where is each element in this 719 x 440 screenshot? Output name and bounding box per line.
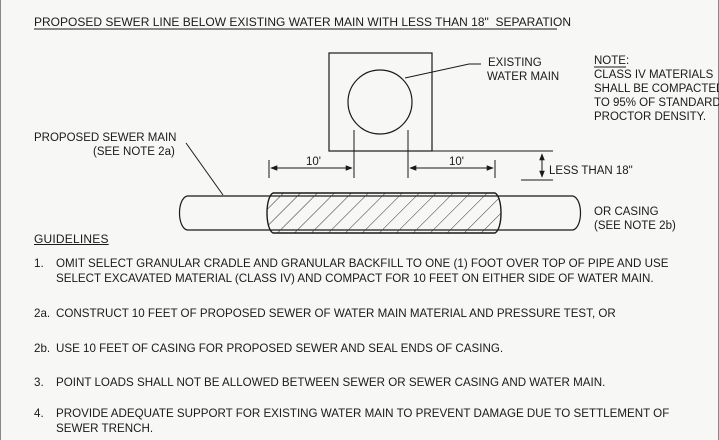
sewer-pipe-left-end	[178, 195, 188, 231]
guideline-text: PROVIDE ADEQUATE SUPPORT FOR EXISTING WA…	[56, 407, 670, 435]
sewer-main-label-1: PROPOSED SEWER MAIN	[34, 132, 177, 144]
sewer-main-label-2: (SEE NOTE 2a)	[93, 146, 175, 158]
water-main-pipe	[347, 69, 413, 135]
sewer-pipe-right-end	[572, 195, 582, 231]
guideline-number: 4.	[34, 407, 44, 420]
guideline-number: 3.	[34, 376, 44, 389]
guideline-number: 2b.	[34, 342, 51, 355]
guidelines-heading: GUIDELINES	[34, 232, 109, 246]
casing-label-1: OR CASING	[594, 206, 659, 218]
note-line-2: SHALL BE COMPACTED	[594, 83, 719, 95]
guideline-text: OMIT SELECT GRANULAR CRADLE AND GRANULAR…	[56, 257, 669, 285]
guideline-text: USE 10 FEET OF CASING FOR PROPOSED SEWER…	[56, 342, 504, 355]
existing-water-main-label-2: WATER MAIN	[487, 71, 559, 83]
dim-label-left: 10'	[306, 156, 321, 168]
casing-label-2: (SEE NOTE 2b)	[594, 220, 676, 232]
guideline-text: CONSTRUCT 10 FEET OF PROPOSED SEWER OF W…	[56, 307, 616, 320]
note-line-4: PROCTOR DENSITY.	[594, 111, 706, 123]
dim-label-right: 10'	[449, 156, 464, 168]
drawing-title: PROPOSED SEWER LINE BELOW EXISTING WATER…	[34, 15, 571, 29]
sewer-main-leader	[185, 142, 224, 196]
guideline-number: 2a.	[34, 307, 51, 320]
casing-hatched	[266, 192, 502, 234]
water-main-box	[328, 52, 433, 152]
note-title: NOTE:	[594, 55, 629, 67]
guideline-text: POINT LOADS SHALL NOT BE ALLOWED BETWEEN…	[56, 376, 606, 389]
existing-water-main-label-1: EXISTING	[488, 57, 542, 69]
note-line-1: CLASS IV MATERIALS	[594, 69, 714, 81]
less-than-18-label: LESS THAN 18"	[549, 165, 633, 177]
guideline-number: 1.	[34, 257, 44, 270]
detail-drawing: PROPOSED SEWER LINE BELOW EXISTING WATER…	[34, 15, 719, 234]
water-main-leader	[404, 63, 481, 79]
note-line-3: TO 95% OF STANDARD	[594, 97, 719, 109]
